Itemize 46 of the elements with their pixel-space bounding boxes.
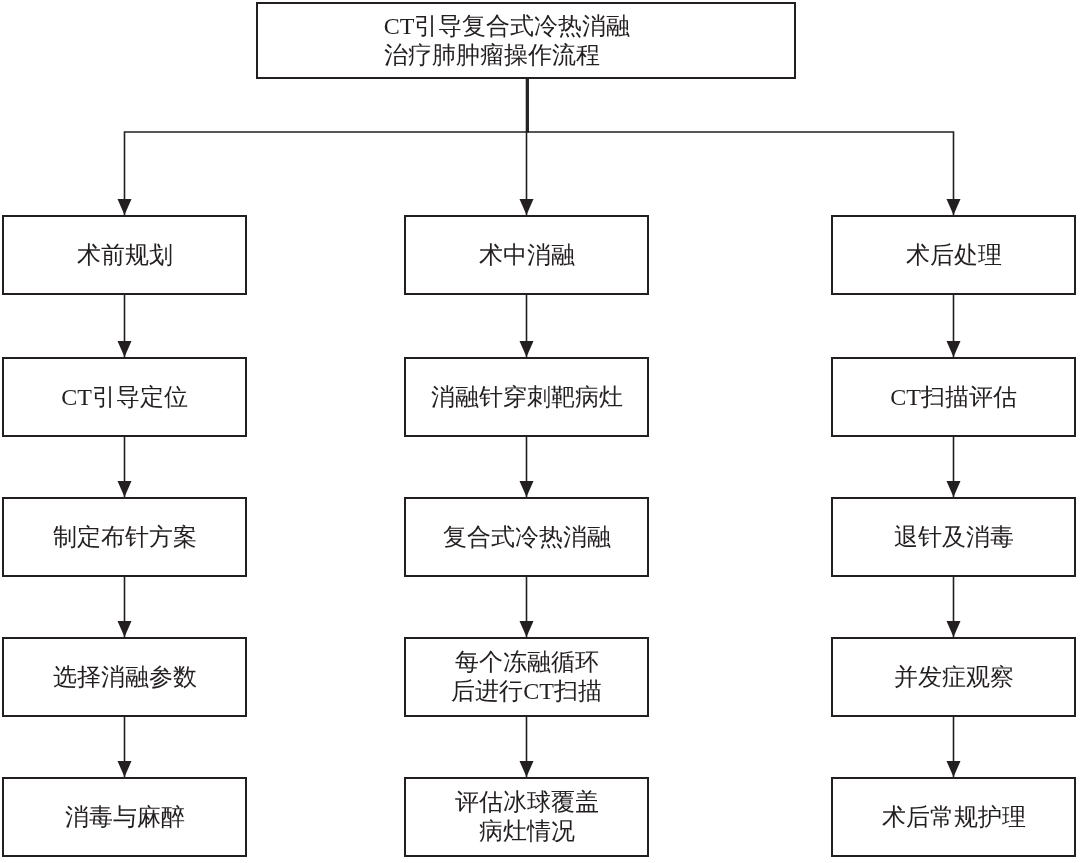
- step-text: 消毒与麻醉: [64, 802, 185, 832]
- process-box: [2, 357, 247, 437]
- process-box: [404, 637, 649, 717]
- arrow: [946, 576, 961, 638]
- step-text: 每个冻融循环后进行CT扫描: [450, 648, 603, 706]
- arrow: [117, 436, 132, 498]
- process-box: [2, 497, 247, 577]
- step-text: 退针及消毒: [893, 522, 1014, 552]
- arrow: [946, 436, 961, 498]
- process-box: [404, 497, 649, 577]
- arrow: [519, 78, 534, 216]
- step-text: CT扫描评估: [890, 382, 1017, 412]
- step-text: 制定布针方案: [52, 522, 197, 552]
- step-text: 术后处理: [905, 240, 1002, 270]
- arrow: [117, 576, 132, 638]
- step-text: 复合式冷热消融: [442, 522, 611, 552]
- process-box: [2, 215, 247, 295]
- heading-box: [256, 2, 796, 79]
- arrow: [946, 716, 961, 778]
- heading-text: CT引导复合式冷热消融治疗肺肿瘤操作流程: [383, 11, 632, 70]
- process-box: [831, 357, 1076, 437]
- process-box: [2, 637, 247, 717]
- arrow: [519, 576, 534, 638]
- step-text: 并发症观察: [893, 662, 1014, 692]
- arrow: [519, 294, 534, 358]
- arrow: [117, 294, 132, 358]
- process-box: [404, 215, 649, 295]
- arrow: [117, 716, 132, 778]
- arrow: [527, 78, 961, 216]
- process-box: [404, 777, 649, 857]
- process-box: [404, 357, 649, 437]
- step-text: CT引导定位: [61, 382, 188, 412]
- process-box: [831, 215, 1076, 295]
- arrow: [519, 436, 534, 498]
- step-text: 术后常规护理: [881, 802, 1026, 832]
- arrow: [946, 294, 961, 358]
- step-text: 选择消融参数: [52, 662, 197, 692]
- process-box: [831, 637, 1076, 717]
- process-box: [831, 497, 1076, 577]
- process-box: [2, 777, 247, 857]
- step-text: 术中消融: [478, 240, 575, 270]
- step-text: 消融针穿刺靶病灶: [430, 382, 623, 412]
- arrow: [519, 716, 534, 778]
- step-text: 术前规划: [76, 240, 173, 270]
- step-text: 评估冰球覆盖病灶情况: [453, 788, 600, 846]
- process-box: [831, 777, 1076, 857]
